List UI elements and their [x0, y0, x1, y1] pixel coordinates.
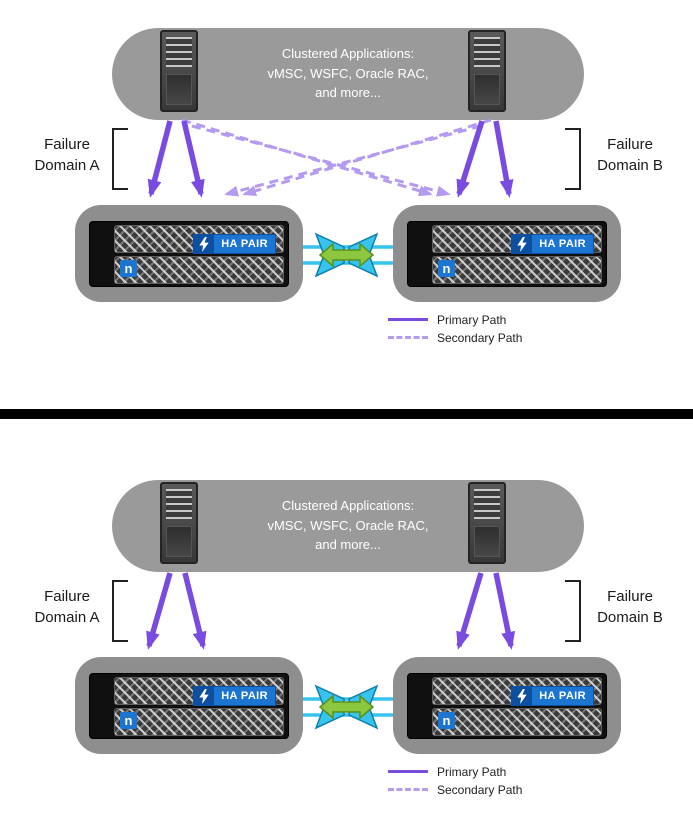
domain-b-bracket [565, 128, 581, 190]
drive-row [114, 256, 284, 284]
storage-array-b: n HA PAIR [393, 657, 621, 754]
replication-fin-icon [348, 684, 379, 730]
failure-domain-a-line2: Domain A [34, 609, 100, 626]
legend-primary-row: Primary Path [388, 764, 522, 779]
storage-array-a: n HA PAIR [75, 657, 303, 754]
netapp-logo-icon: n [438, 712, 455, 729]
netapp-logo-icon: n [438, 260, 455, 277]
bottom-diagram-panel: Clustered Applications: vMSC, WSFC, Orac… [0, 452, 693, 840]
disk-shelf: n HA PAIR [89, 221, 289, 287]
primary-path-arrow [493, 120, 514, 198]
secondary-path-arrow [191, 124, 451, 197]
server-icon [160, 482, 198, 564]
ha-pair-badge-label: HA PAIR [532, 687, 593, 705]
failure-domain-b-line2: Domain B [597, 609, 663, 626]
failure-domain-a-label: Failure Domain A [22, 134, 112, 176]
domain-b-bracket [565, 580, 581, 642]
ha-pair-badge: HA PAIR [193, 686, 276, 706]
drive-row [432, 708, 602, 736]
secondary-path-arrow [224, 124, 482, 197]
primary-path-label: Primary Path [437, 764, 507, 779]
bidirectional-arrow-icon [318, 242, 375, 268]
netapp-logo-icon: n [120, 260, 137, 277]
lightning-bolt-icon [512, 687, 533, 705]
lightning-bolt-icon [194, 235, 215, 253]
failure-domain-b-label: Failure Domain B [585, 586, 675, 628]
failure-domain-a-label: Failure Domain A [22, 586, 112, 628]
domain-a-bracket [112, 580, 128, 642]
bidirectional-arrow-icon [318, 694, 375, 720]
panel-divider [0, 409, 693, 419]
ha-pair-badge-label: HA PAIR [214, 687, 275, 705]
disk-shelf: n HA PAIR [407, 673, 607, 739]
primary-path-label: Primary Path [437, 312, 507, 327]
app-text-line2: vMSC, WSFC, Oracle RAC, [267, 65, 429, 81]
server-icon [468, 30, 506, 112]
replication-fin-icon [314, 232, 345, 278]
legend: Primary Path Secondary Path [388, 312, 522, 348]
legend-secondary-row: Secondary Path [388, 330, 522, 345]
netapp-logo-icon: n [120, 712, 137, 729]
failure-domain-b-label: Failure Domain B [585, 134, 675, 176]
secondary-path-label: Secondary Path [437, 782, 523, 797]
failure-domain-b-line1: Failure [607, 588, 653, 605]
app-text-line1: Clustered Applications: [281, 498, 415, 513]
server-icon [468, 482, 506, 564]
ha-pair-badge-label: HA PAIR [214, 235, 275, 253]
ha-pair-badge: HA PAIR [193, 234, 276, 254]
legend-primary-row: Primary Path [388, 312, 522, 327]
primary-path-arrow [456, 572, 484, 650]
storage-array-b: n HA PAIR [393, 205, 621, 302]
storage-array-a: n HA PAIR [75, 205, 303, 302]
top-diagram-panel: Clustered Applications: vMSC, WSFC, Orac… [0, 0, 693, 415]
secondary-path-arrow [181, 118, 433, 197]
app-text-line3: and more... [315, 537, 381, 552]
domain-a-bracket [112, 128, 128, 190]
clustered-applications-text: Clustered Applications: vMSC, WSFC, Orac… [112, 496, 584, 555]
lightning-bolt-icon [512, 235, 533, 253]
app-text-line1: Clustered Applications: [281, 46, 415, 61]
primary-path-arrow [493, 572, 516, 650]
ha-pair-badge-label: HA PAIR [532, 235, 593, 253]
secondary-path-arrow [242, 118, 492, 197]
failure-domain-b-line2: Domain B [597, 157, 663, 174]
primary-path-arrow [146, 572, 173, 650]
primary-path-arrow [147, 120, 173, 198]
app-text-line2: vMSC, WSFC, Oracle RAC, [267, 517, 429, 533]
primary-path-arrow [456, 120, 485, 198]
failure-domain-a-line1: Failure [44, 136, 90, 153]
disk-shelf: n HA PAIR [407, 221, 607, 287]
primary-path-sample-line [388, 318, 428, 321]
primary-path-arrow [182, 572, 207, 650]
app-text-line3: and more... [315, 85, 381, 100]
ha-pair-badge: HA PAIR [511, 234, 594, 254]
replication-fin-icon [314, 684, 345, 730]
legend-secondary-row: Secondary Path [388, 782, 522, 797]
replication-fin-icon [348, 232, 379, 278]
legend: Primary Path Secondary Path [388, 764, 522, 800]
secondary-path-sample-line [388, 336, 428, 339]
drive-row [432, 256, 602, 284]
secondary-path-label: Secondary Path [437, 330, 523, 345]
failure-domain-b-line1: Failure [607, 136, 653, 153]
secondary-path-sample-line [388, 788, 428, 791]
ha-pair-badge: HA PAIR [511, 686, 594, 706]
failure-domain-a-line1: Failure [44, 588, 90, 605]
server-icon [160, 30, 198, 112]
primary-path-sample-line [388, 770, 428, 773]
lightning-bolt-icon [194, 687, 215, 705]
clustered-applications-text: Clustered Applications: vMSC, WSFC, Orac… [112, 44, 584, 103]
drive-row [114, 708, 284, 736]
disk-shelf: n HA PAIR [89, 673, 289, 739]
failure-domain-a-line2: Domain A [34, 157, 100, 174]
primary-path-arrow [181, 120, 205, 198]
